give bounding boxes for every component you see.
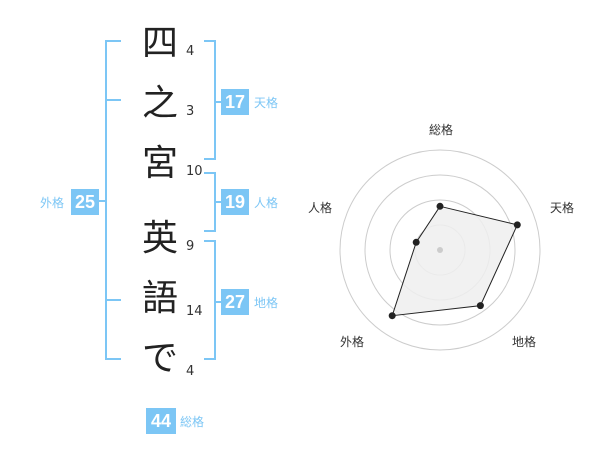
stroke-count-6: 4 [186,364,195,379]
soukaku-label: 総格 [180,415,205,429]
radar-axis-label-chikaku: 地格 [511,335,536,349]
name-char-3: 宮 [141,143,178,184]
radar-point-1 [436,202,444,210]
name-char-2: 之 [141,83,178,124]
stroke-count-5: 14 [186,304,203,319]
radar-center-dot [437,247,443,253]
name-char-5: 語 [141,278,178,319]
radar-axis-label-tenkaku: 天格 [549,201,574,215]
tenkaku-badge: 17 [221,89,249,115]
radar-point-4 [388,312,396,320]
radar-axis-label-gaikaku: 外格 [339,335,364,349]
soukaku-badge: 44 [146,408,176,434]
gaikaku-label: 外格 [40,196,65,210]
tenkaku-label: 天格 [254,96,279,110]
stroke-count-2: 3 [186,104,195,119]
name-char-4: 英 [141,218,178,259]
name-char-6: で [141,338,178,379]
radar-grid-ring [339,149,541,351]
stroke-count-3: 10 [186,164,203,179]
chikaku-badge: 27 [221,289,249,315]
radar-point-5 [412,238,420,246]
stroke-count-1: 4 [186,44,195,59]
radar-grid-ring [364,174,516,326]
stroke-count-4: 9 [186,239,195,254]
chikaku-label: 地格 [254,296,279,310]
radar-point-2 [513,221,521,229]
jinkaku-label: 人格 [254,196,279,210]
name-char-1: 四 [141,23,178,64]
radar-axis-label-soukaku: 総格 [428,123,453,137]
radar-point-3 [476,302,484,310]
gaikaku-badge: 25 [71,189,99,215]
radar-value-polygon [391,205,519,317]
jinkaku-badge: 19 [221,189,249,215]
radar-axis-label-jinkaku: 人格 [307,201,332,215]
